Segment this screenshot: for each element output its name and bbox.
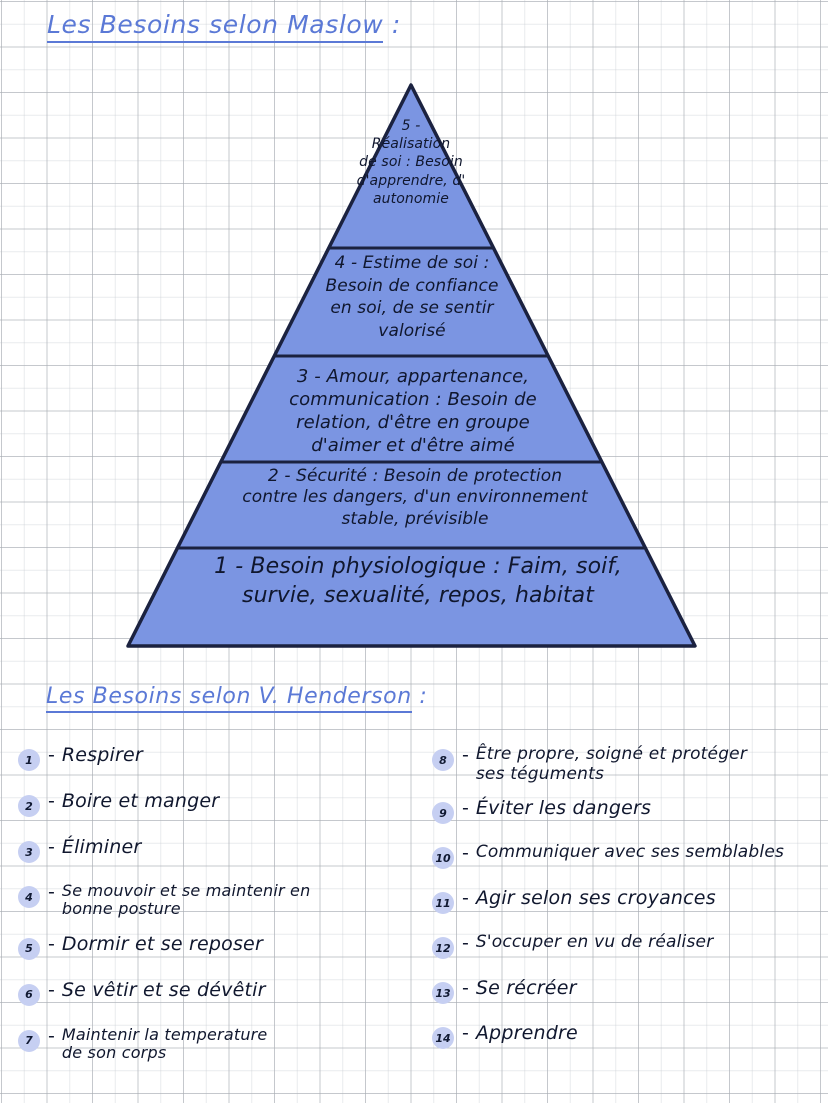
need-label: Respirer [61,744,143,766]
pyramid-outline [126,83,697,648]
need-label: Boire et manger [61,790,220,812]
list-item: 1 - Respirer [18,744,418,771]
need-number-badge: 14 [432,1027,454,1050]
list-item: 2 - Boire et manger [18,790,418,817]
need-number-badge: 3 [18,841,40,863]
need-number-badge: 12 [432,937,454,960]
need-number-badge: 6 [18,983,40,1006]
need-dash: - [462,797,469,820]
need-dash: - [48,932,55,955]
need-dash: - [48,1024,55,1047]
need-label: Communiquer avec ses semblables [475,842,785,863]
need-dash: - [48,978,55,1001]
need-label: Se vêtir et se dévêtir [61,978,266,1001]
needs-column-left: 1 - Respirer 2 - Boire et manger 3 - Éli… [18,744,418,1063]
need-dash: - [462,1022,469,1045]
need-dash: - [48,881,55,903]
need-number-badge: 5 [18,937,40,960]
page-title-maslow-text: Les Besoins selon Maslow [47,10,384,43]
list-item: 3 - Éliminer [18,836,418,863]
need-number-badge: 8 [432,749,454,771]
henderson-needs-list: 1 - Respirer 2 - Boire et manger 3 - Éli… [0,744,828,1103]
need-number-badge: 9 [432,802,454,825]
need-label: Dormir et se reposer [61,932,263,955]
page-title-henderson-colon: : [411,684,428,709]
need-dash: - [462,842,469,865]
need-label: Agir selon ses croyances [475,887,716,910]
need-number-badge: 4 [18,886,40,908]
need-number-badge: 1 [18,749,40,771]
need-label: Apprendre [475,1022,578,1045]
list-item: 5 - Dormir et se reposer [18,932,418,960]
need-dash: - [48,836,55,858]
list-item: 13 - Se récréer [432,977,828,1005]
need-dash: - [48,790,55,812]
list-item: 6 - Se vêtir et se dévêtir [18,978,418,1006]
need-dash: - [48,744,55,766]
need-number-badge: 13 [432,982,454,1005]
list-item: 14 - Apprendre [432,1022,828,1050]
page-title-henderson-text: Les Besoins selon V. Henderson [46,684,412,713]
list-item: 9 - Éviter les dangers [432,797,828,825]
need-number-badge: 7 [18,1029,40,1052]
need-label: S'occuper en vu de réaliser [475,932,714,953]
list-item: 12 - S'occuper en vu de réaliser [432,932,828,960]
page-title-maslow: Les Besoins selon Maslow : [47,10,401,43]
need-label: Se récréer [475,977,577,1000]
need-dash: - [462,887,469,910]
need-number-badge: 11 [432,892,454,915]
need-label: Éliminer [61,836,142,858]
page-title-henderson: Les Besoins selon V. Henderson : [46,684,428,713]
list-item: 11 - Agir selon ses croyances [432,887,828,915]
need-dash: - [462,932,469,955]
page-title-maslow-colon: : [383,10,401,39]
need-dash: - [462,977,469,1000]
need-dash: - [462,744,469,766]
need-number-badge: 2 [18,795,40,817]
pyramid-shape [126,83,697,648]
need-label: Éviter les dangers [475,797,652,820]
need-number-badge: 10 [432,847,454,870]
list-item: 10 - Communiquer avec ses semblables [432,842,828,870]
